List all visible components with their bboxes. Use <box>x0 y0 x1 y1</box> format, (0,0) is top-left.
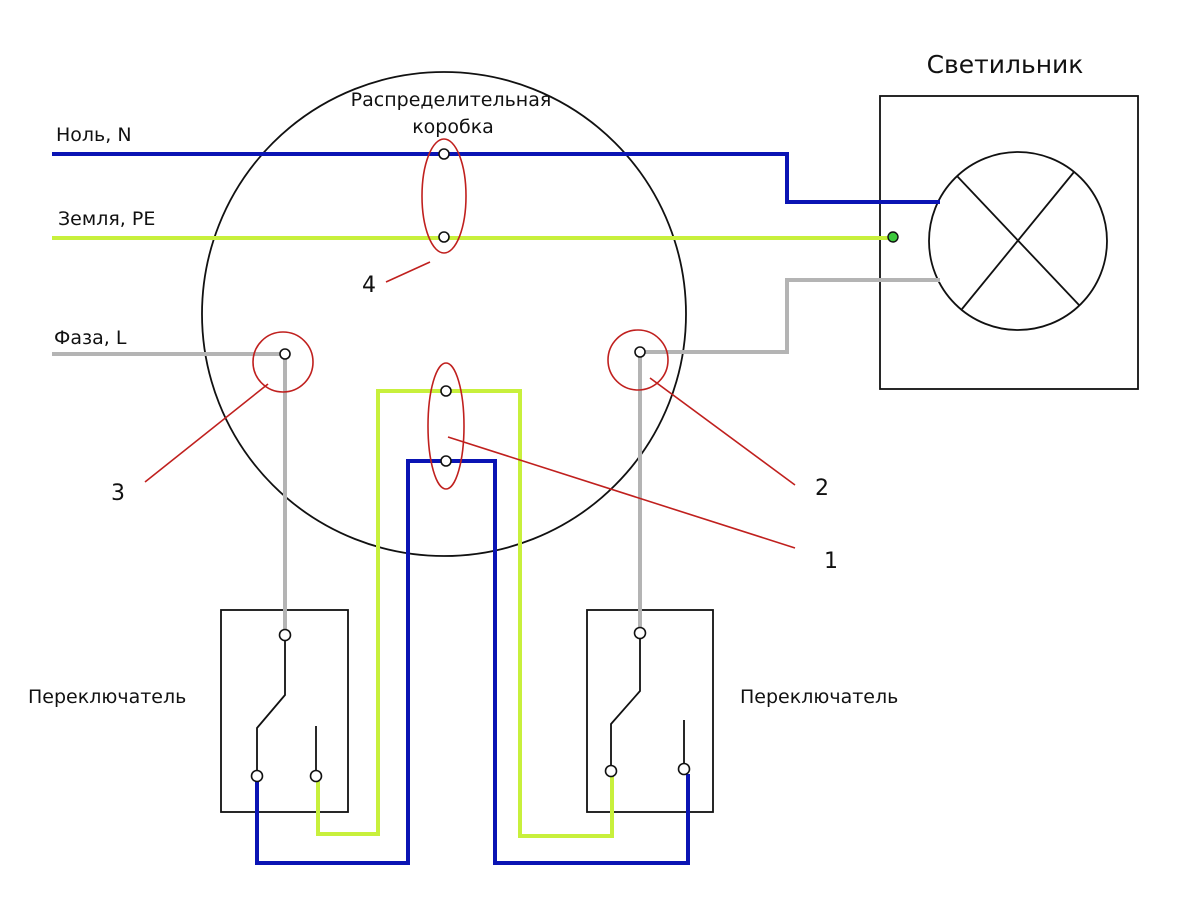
lamp-symbol <box>928 151 1108 331</box>
traveler-yellow-left <box>316 389 446 836</box>
junction-box-title-line1: Распределительная <box>351 89 552 111</box>
lamp-earth-terminal <box>887 231 899 243</box>
phase-wire <box>52 352 287 630</box>
lamp-title: Светильник <box>927 50 1084 79</box>
right-switch-label: Переключатель <box>740 686 898 708</box>
callout-4: 4 <box>362 273 376 298</box>
lamp-box <box>879 95 1139 390</box>
earth-label: Земля, PE <box>58 208 155 230</box>
neutral-label: Ноль, N <box>56 124 132 146</box>
callout-1: 1 <box>824 549 838 574</box>
callout-2: 2 <box>815 476 829 501</box>
right-switch <box>586 609 714 813</box>
neutral-wire <box>52 152 940 204</box>
terminals <box>250 148 691 783</box>
traveler-yellow-right <box>446 389 614 838</box>
callout-markers <box>144 138 796 549</box>
traveler-blue-left <box>255 459 446 865</box>
left-switch-label: Переключатель <box>28 686 186 708</box>
lamp-phase-wire <box>640 278 940 354</box>
traveler-blue-right <box>446 459 690 865</box>
callout-3: 3 <box>111 481 125 506</box>
junction-box-circle <box>201 71 687 557</box>
junction-box-title-line2: коробка <box>412 116 494 138</box>
phase-label: Фаза, L <box>54 327 127 349</box>
